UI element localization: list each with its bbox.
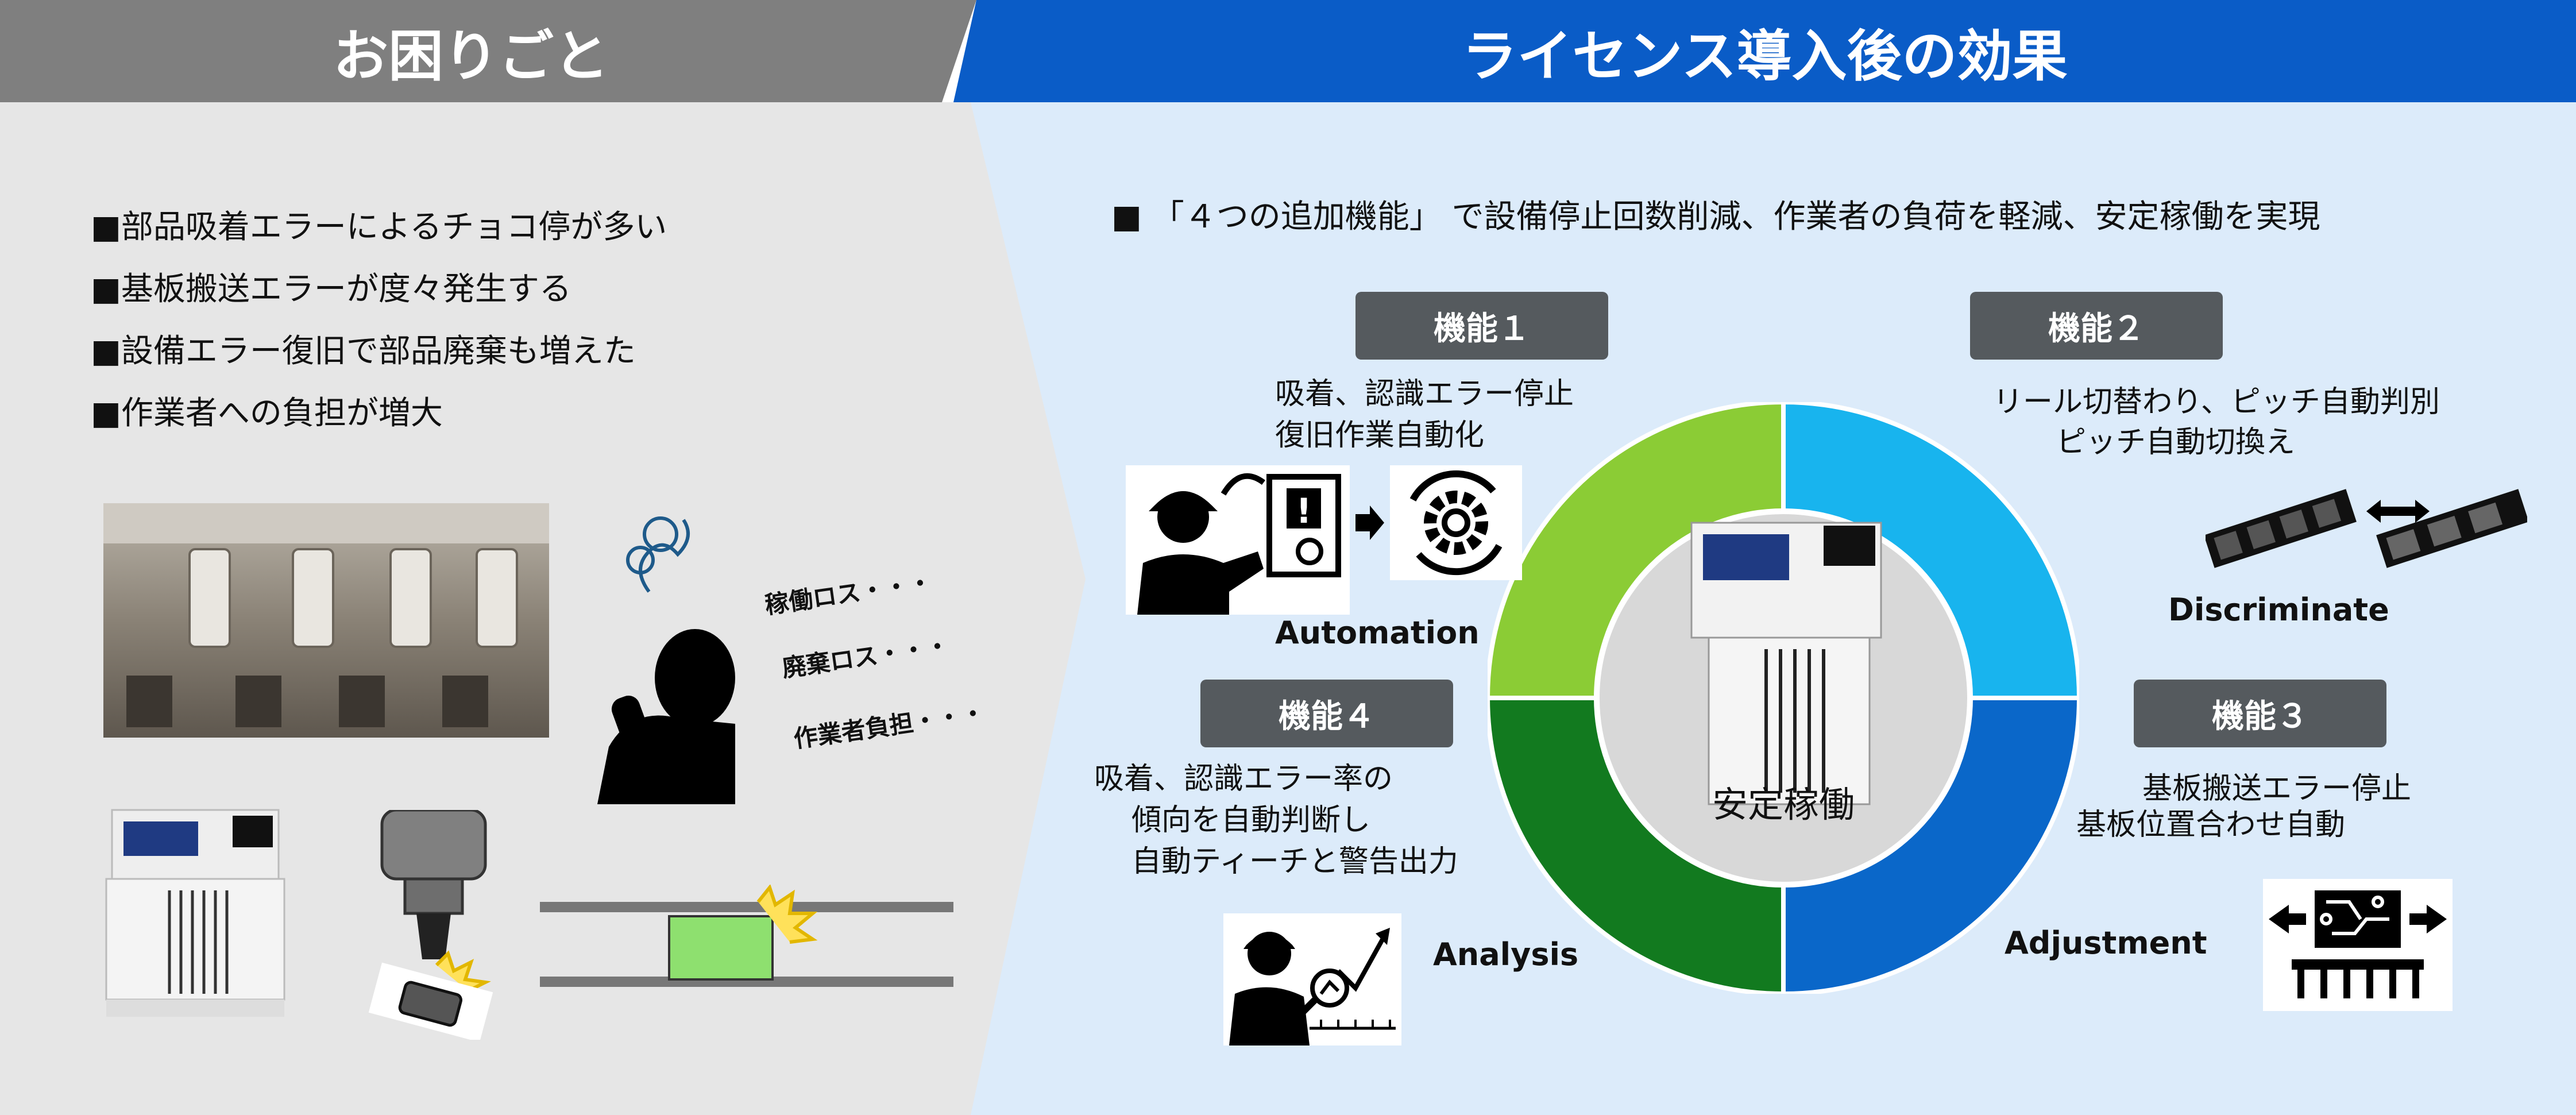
feature-3-badge: 機能３ <box>2134 680 2386 747</box>
tape-reel-icon <box>2206 489 2527 568</box>
problem-item: ■作業者への負担が増大 <box>91 395 443 432</box>
worker-button-icon: ! <box>1126 465 1350 615</box>
problem-item: ■基板搬送エラーが度々発生する <box>91 271 571 308</box>
feature-1-badge: 機能１ <box>1355 292 1608 360</box>
feature-1-desc-line: 吸着、認識エラー停止 <box>1275 377 1574 411</box>
feature-4-desc-line: 傾向を自動判断し <box>1131 803 1371 838</box>
header-right-title: ライセンス導入後の効果 <box>1462 24 2068 88</box>
feature-2-badge: 機能２ <box>1970 292 2223 360</box>
nozzle-photo <box>103 503 549 738</box>
header-left-band <box>0 0 976 102</box>
problem-item: ■設備エラー復旧で部品廃棄も増えた <box>91 333 636 370</box>
feature-3-desc-line: 基板位置合わせ自動 <box>2076 808 2346 842</box>
lead-statement: ■ 「４つの追加機能」 で設備停止回数削減、作業者の負荷を軽減、安定稼働を実現 <box>1111 198 2320 236</box>
feature-2-desc-line: リール切替わり、ピッチ自動判別 <box>1993 385 2440 419</box>
conveyor-board-image <box>540 885 953 987</box>
arrow-right-icon <box>1355 506 1384 540</box>
swap-arrows-icon <box>2366 500 2430 523</box>
header-left-title: お困りごと <box>333 24 609 88</box>
conveyor-board-icon <box>2263 879 2453 1011</box>
header-right-band <box>953 0 2576 102</box>
feature-3-english: Adjustment <box>2005 925 2207 961</box>
feature-1-english: Automation <box>1275 615 1480 651</box>
nozzle-icon <box>368 810 493 1040</box>
problem-item: ■部品吸着エラーによるチョコ停が多い <box>91 209 667 246</box>
feature-1-desc-line: 復旧作業自動化 <box>1275 418 1485 453</box>
feature-4-desc-line: 自動ティーチと警告出力 <box>1131 844 1458 879</box>
feature-4-english: Analysis <box>1433 936 1579 973</box>
mounting-machine-image <box>105 809 285 1017</box>
worker-chart-icon <box>1223 913 1401 1045</box>
feature-4-desc-line: 吸着、認識エラー率の <box>1094 762 1393 796</box>
center-label: 安定稼働 <box>1712 784 1855 825</box>
stability-ring <box>1488 402 2079 994</box>
gear-cycle-icon <box>1390 465 1522 580</box>
machine-icon <box>1690 522 1882 805</box>
feature-4-badge: 機能４ <box>1200 680 1453 747</box>
worried-person-icon <box>597 516 735 804</box>
feature-3-desc-line: 基板搬送エラー停止 <box>2142 771 2412 806</box>
svg-text:!: ! <box>1296 491 1311 531</box>
feature-2-desc-line: ピッチ自動切換え <box>2056 425 2296 460</box>
feature-2-english: Discriminate <box>2168 592 2389 628</box>
